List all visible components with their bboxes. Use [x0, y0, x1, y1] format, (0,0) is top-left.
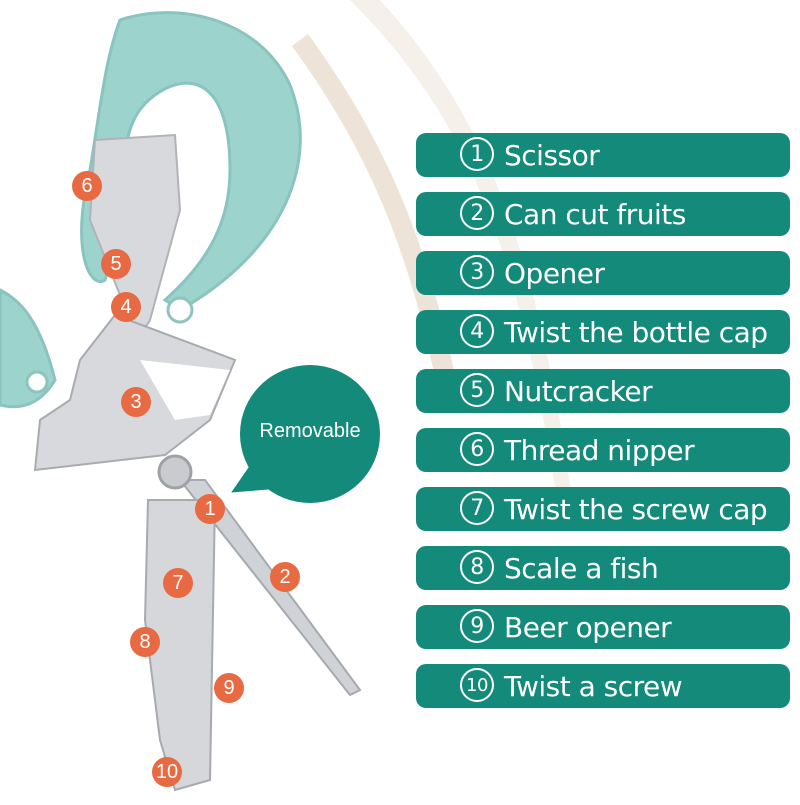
feature-label: Scissor: [504, 138, 600, 172]
marker-10: 10: [152, 757, 182, 787]
marker-6: 6: [72, 171, 102, 201]
pivot-screw: [157, 454, 193, 490]
feature-item: 7 Twist the screw cap: [416, 487, 790, 531]
lower-handle: [0, 288, 57, 409]
feature-label: Nutcracker: [504, 374, 653, 408]
feature-number: 8: [460, 550, 494, 584]
removable-label: Removable: [259, 420, 361, 442]
feature-label: Opener: [504, 256, 605, 290]
feature-number: 5: [460, 373, 494, 407]
feature-item: 8 Scale a fish: [416, 546, 790, 590]
feature-number: 1: [460, 137, 494, 171]
marker-2: 2: [270, 562, 300, 592]
marker-7: 7: [163, 568, 193, 598]
marker-9: 9: [214, 673, 244, 703]
feature-item: 5 Nutcracker: [416, 369, 790, 413]
marker-1: 1: [195, 494, 225, 524]
feature-label: Thread nipper: [504, 433, 695, 467]
feature-item: 3 Opener: [416, 251, 790, 295]
feature-number: 3: [460, 255, 494, 289]
opener-gap: [140, 360, 230, 420]
feature-item: 10 Twist a screw: [416, 664, 790, 708]
feature-item: 9 Beer opener: [416, 605, 790, 649]
lower-rivet: [25, 370, 49, 394]
feature-item: 4 Twist the bottle cap: [416, 310, 790, 354]
feature-number: 7: [460, 491, 494, 525]
feature-item: 2 Can cut fruits: [416, 192, 790, 236]
marker-3: 3: [121, 387, 151, 417]
removable-callout: [240, 365, 380, 503]
feature-label: Twist the screw cap: [504, 492, 768, 526]
feature-label: Twist a screw: [504, 669, 683, 703]
feature-label: Twist the bottle cap: [504, 315, 768, 349]
feature-label: Beer opener: [504, 610, 672, 644]
marker-5: 5: [101, 249, 131, 279]
blade: [177, 479, 362, 697]
marker-4: 4: [111, 292, 141, 322]
feature-label: Can cut fruits: [504, 197, 686, 231]
feature-item: 1 Scissor: [416, 133, 790, 177]
handle-rivet: [166, 296, 194, 324]
feature-number: 4: [460, 314, 494, 348]
feature-number: 2: [460, 196, 494, 230]
feature-number: 6: [460, 432, 494, 466]
feature-number: 9: [460, 609, 494, 643]
marker-8: 8: [130, 627, 160, 657]
feature-label: Scale a fish: [504, 551, 659, 585]
feature-number: 10: [460, 668, 494, 702]
handle: [80, 11, 302, 312]
feature-item: 6 Thread nipper: [416, 428, 790, 472]
